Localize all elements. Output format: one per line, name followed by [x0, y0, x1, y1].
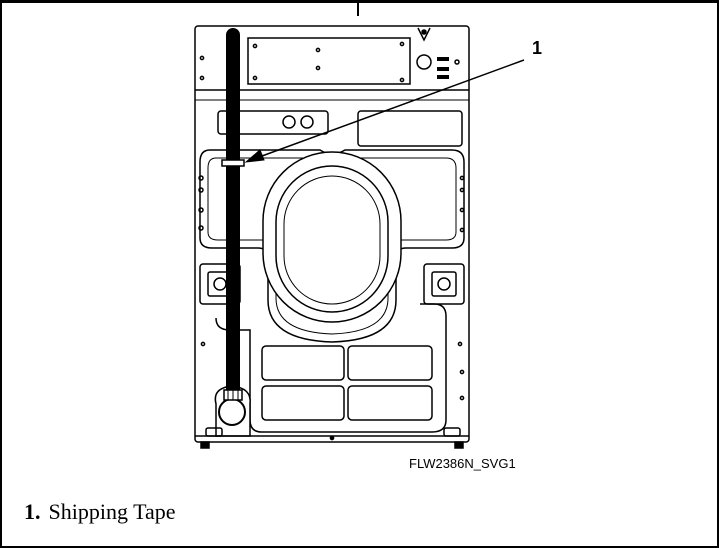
- port-right: [300, 115, 314, 129]
- shipping-tape: [226, 28, 240, 400]
- callout-leader: [261, 59, 525, 157]
- callout-number: 1: [532, 38, 543, 58]
- legend: 1. Shipping Tape: [24, 499, 176, 525]
- table-column-divider: [357, 0, 359, 16]
- figure-code: FLW2386N_SVG1: [409, 456, 516, 471]
- legend-item-label: Shipping Tape: [48, 499, 176, 524]
- rear-vent-panel: [357, 110, 463, 147]
- top-panel-knob: [416, 54, 432, 70]
- lower-channel: [215, 303, 447, 433]
- door-inner-ring: [275, 165, 389, 313]
- port-panel: [217, 110, 329, 135]
- left-foot: [200, 441, 210, 449]
- top-panel-notch: [417, 27, 431, 42]
- callout-arrowhead: [244, 149, 265, 163]
- right-bracket: [423, 263, 465, 305]
- legend-item-number: 1.: [24, 499, 41, 524]
- door-glass: [283, 175, 381, 305]
- door-outer-ring: [262, 151, 402, 323]
- vent-2: [347, 345, 433, 381]
- vent-3: [261, 385, 345, 421]
- vent-4: [347, 385, 433, 421]
- port-left: [282, 115, 296, 129]
- vent-1: [261, 345, 345, 381]
- top-panel-bracket: [247, 37, 411, 85]
- right-foot: [454, 441, 464, 449]
